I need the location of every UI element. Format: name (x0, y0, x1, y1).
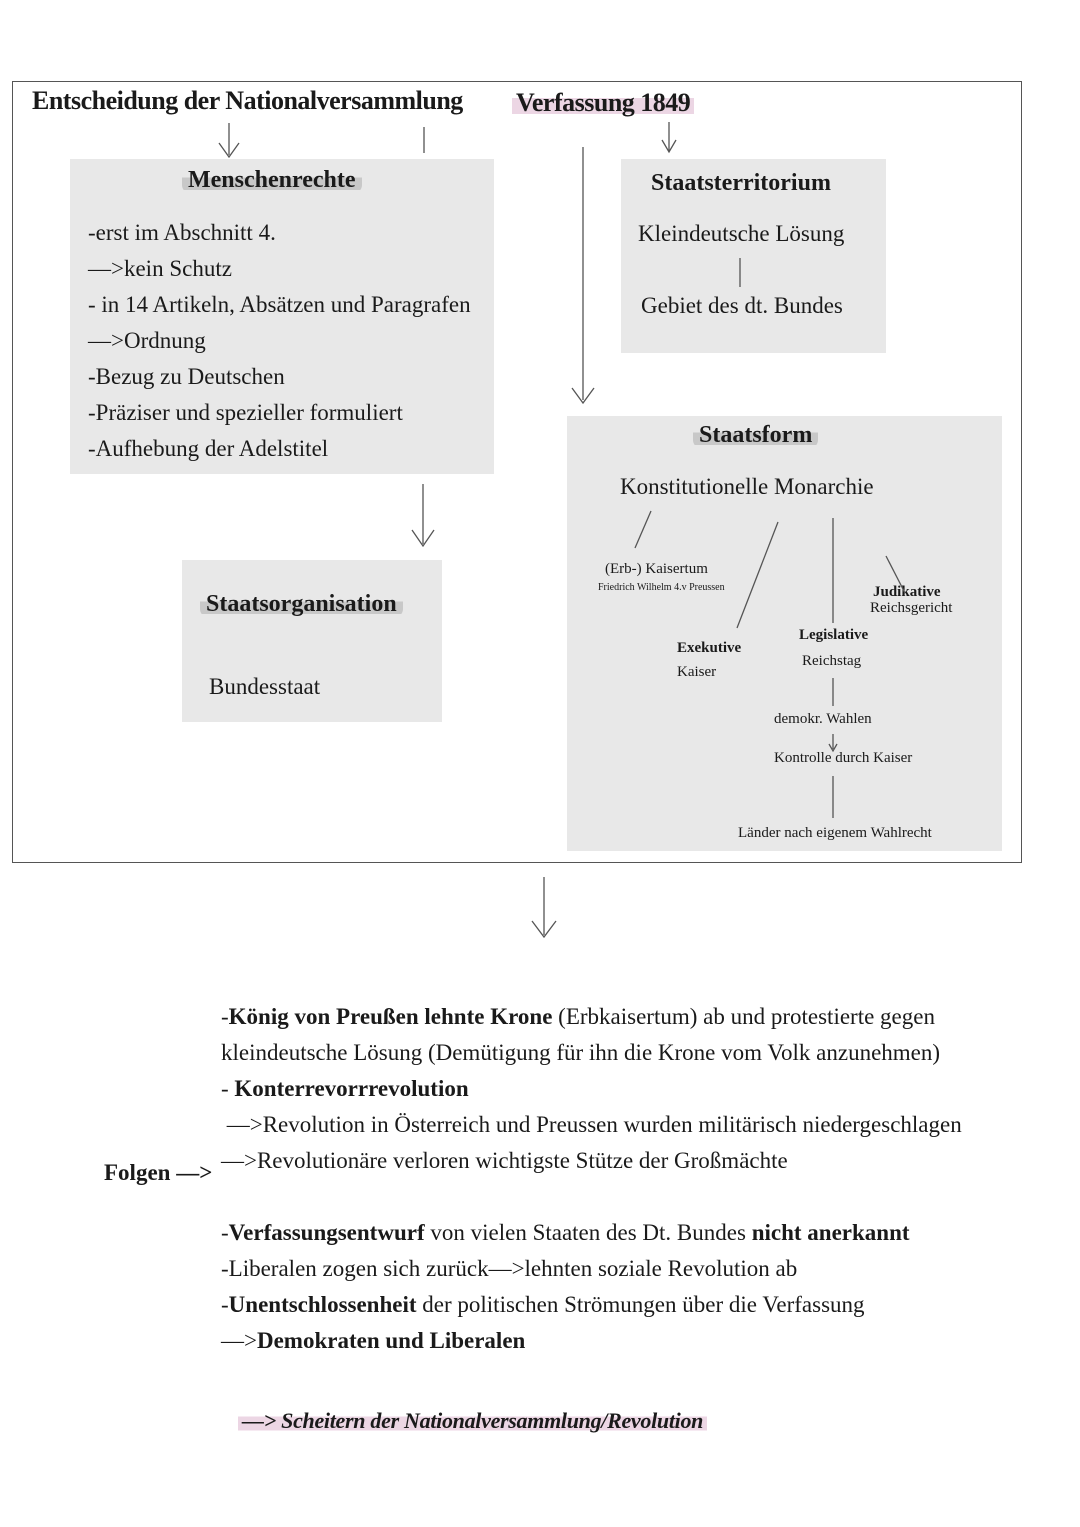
folgen-line: -König von Preußen lehnte Krone (Erbkais… (221, 999, 962, 1035)
folgen-segment: —>Revolutionäre verloren wichtigste Stüt… (221, 1148, 788, 1173)
final-conclusion-text: —> Scheitern der Nationalversammlung/Rev… (238, 1408, 708, 1433)
folgen-segment: nicht anerkannt (751, 1220, 910, 1245)
folgen-label: Folgen —> (104, 1160, 213, 1185)
staatsorganisation-box: Staatsorganisation Bundesstaat (182, 560, 442, 722)
staatsorganisation-value: Bundesstaat (209, 674, 321, 699)
kaisertum-note: Friedrich Wilhelm 4.v Preussen (598, 582, 725, 593)
menschenrechte-item: -Präziser und spezieller formuliert (88, 400, 403, 425)
folgen-segment: - (221, 1220, 229, 1245)
laender-label: Länder nach eigenem Wahlrecht (738, 825, 932, 841)
folgen-list: -König von Preußen lehnte Krone (Erbkais… (221, 999, 962, 1359)
header-right: Verfassung 1849 (512, 88, 695, 118)
menschenrechte-list: -erst im Abschnitt 4. —>kein Schutz - in 1… (88, 215, 471, 467)
menschenrechte-title: Menschenrechte (182, 167, 362, 194)
staatsorganisation-title-text: Staatsorganisation (200, 591, 403, 617)
folgen-segment: - (221, 1004, 229, 1029)
folgen-segment: von vielen Staaten des Dt. Bundes (424, 1220, 752, 1245)
legislative-label: Legislative (799, 627, 869, 643)
exekutive-label: Exekutive (677, 640, 742, 656)
staatsterritorium-line2: Gebiet des dt. Bundes (641, 293, 843, 318)
staatsform-title-text: Staatsform (693, 422, 819, 448)
folgen-segment: - (221, 1292, 229, 1317)
folgen-segment: —> (221, 1328, 257, 1353)
exekutive-value: Kaiser (677, 664, 717, 680)
folgen-segment: König von Preußen lehnte Krone (228, 1004, 553, 1029)
folgen-segment: kleindeutsche Lösung (Demütigung für ihn… (221, 1040, 941, 1065)
header-left: Entscheidung der Nationalversammlung (32, 86, 463, 115)
folgen-segment: Unentschlossenheit (228, 1292, 417, 1317)
header-right-text: Verfassung 1849 (512, 88, 695, 117)
folgen-segment: Konterrevorrrevolution (234, 1076, 469, 1101)
menschenrechte-item: -erst im Abschnitt 4. (88, 220, 276, 245)
staatsform-box: Staatsform Konstitutionelle Monarchie (E… (567, 416, 1002, 851)
menschenrechte-item: —>Ordnung (88, 328, 206, 353)
staatsterritorium-title: Staatsterritorium (651, 170, 831, 196)
folgen-line: - Konterrevorrrevolution (221, 1071, 962, 1107)
folgen-segment: Verfassungsentwurf (228, 1220, 425, 1245)
menschenrechte-item: - in 14 Artikeln, Absätzen und Paragrafe… (88, 292, 471, 317)
staatsform-main: Konstitutionelle Monarchie (620, 474, 874, 499)
judikative-label: Judikative (873, 584, 941, 600)
folgen-line: -Verfassungsentwurf von vielen Staaten d… (221, 1215, 962, 1251)
folgen-segment: -Liberalen zogen sich zurück—>lehnten so… (221, 1256, 798, 1281)
folgen-segment: (Erbkaisertum) ab und protestierte gegen (552, 1004, 935, 1029)
folgen-line: kleindeutsche Lösung (Demütigung für ihn… (221, 1035, 962, 1071)
staatsorganisation-title: Staatsorganisation (200, 591, 403, 618)
folgen-segment: der politischen Strömungen über die Verf… (416, 1292, 865, 1317)
folgen-line: —>Revolutionäre verloren wichtigste Stüt… (221, 1143, 962, 1179)
folgen-segment: - (221, 1076, 235, 1101)
menschenrechte-item: -Bezug zu Deutschen (88, 364, 285, 389)
kaisertum-label: (Erb-) Kaisertum (605, 561, 708, 577)
menschenrechte-title-text: Menschenrechte (182, 167, 362, 193)
folgen-line: —>Demokraten und Liberalen (221, 1323, 962, 1359)
menschenrechte-item: -Aufhebung der Adelstitel (88, 436, 329, 461)
arrowhead-folgen (531, 920, 557, 939)
legislative-value: Reichstag (802, 653, 862, 669)
folgen-line: -Liberalen zogen sich zurück—>lehnten so… (221, 1251, 962, 1287)
wahlen-label: demokr. Wahlen (774, 711, 872, 727)
staatsform-title: Staatsform (693, 422, 819, 449)
diagram-frame (12, 81, 1022, 863)
folgen-line (221, 1179, 962, 1215)
folgen-line: —>Revolution in Österreich und Preussen … (221, 1107, 962, 1143)
menschenrechte-item: —>kein Schutz (88, 256, 232, 281)
final-conclusion: —> Scheitern der Nationalversammlung/Rev… (238, 1408, 708, 1434)
menschenrechte-box: Menschenrechte -erst im Abschnitt 4. —>ke… (70, 159, 494, 474)
judikative-value: Reichsgericht (870, 600, 953, 616)
folgen-segment: —>Revolution in Österreich und Preussen … (221, 1112, 962, 1137)
folgen-line: -Unentschlossenheit der politischen Strö… (221, 1287, 962, 1323)
staatsterritorium-box: Staatsterritorium Kleindeutsche Lösung G… (621, 159, 886, 353)
folgen-segment: Demokraten und Liberalen (256, 1328, 526, 1353)
staatsterritorium-line1: Kleindeutsche Lösung (638, 221, 845, 246)
kontrolle-label: Kontrolle durch Kaiser (774, 750, 913, 766)
